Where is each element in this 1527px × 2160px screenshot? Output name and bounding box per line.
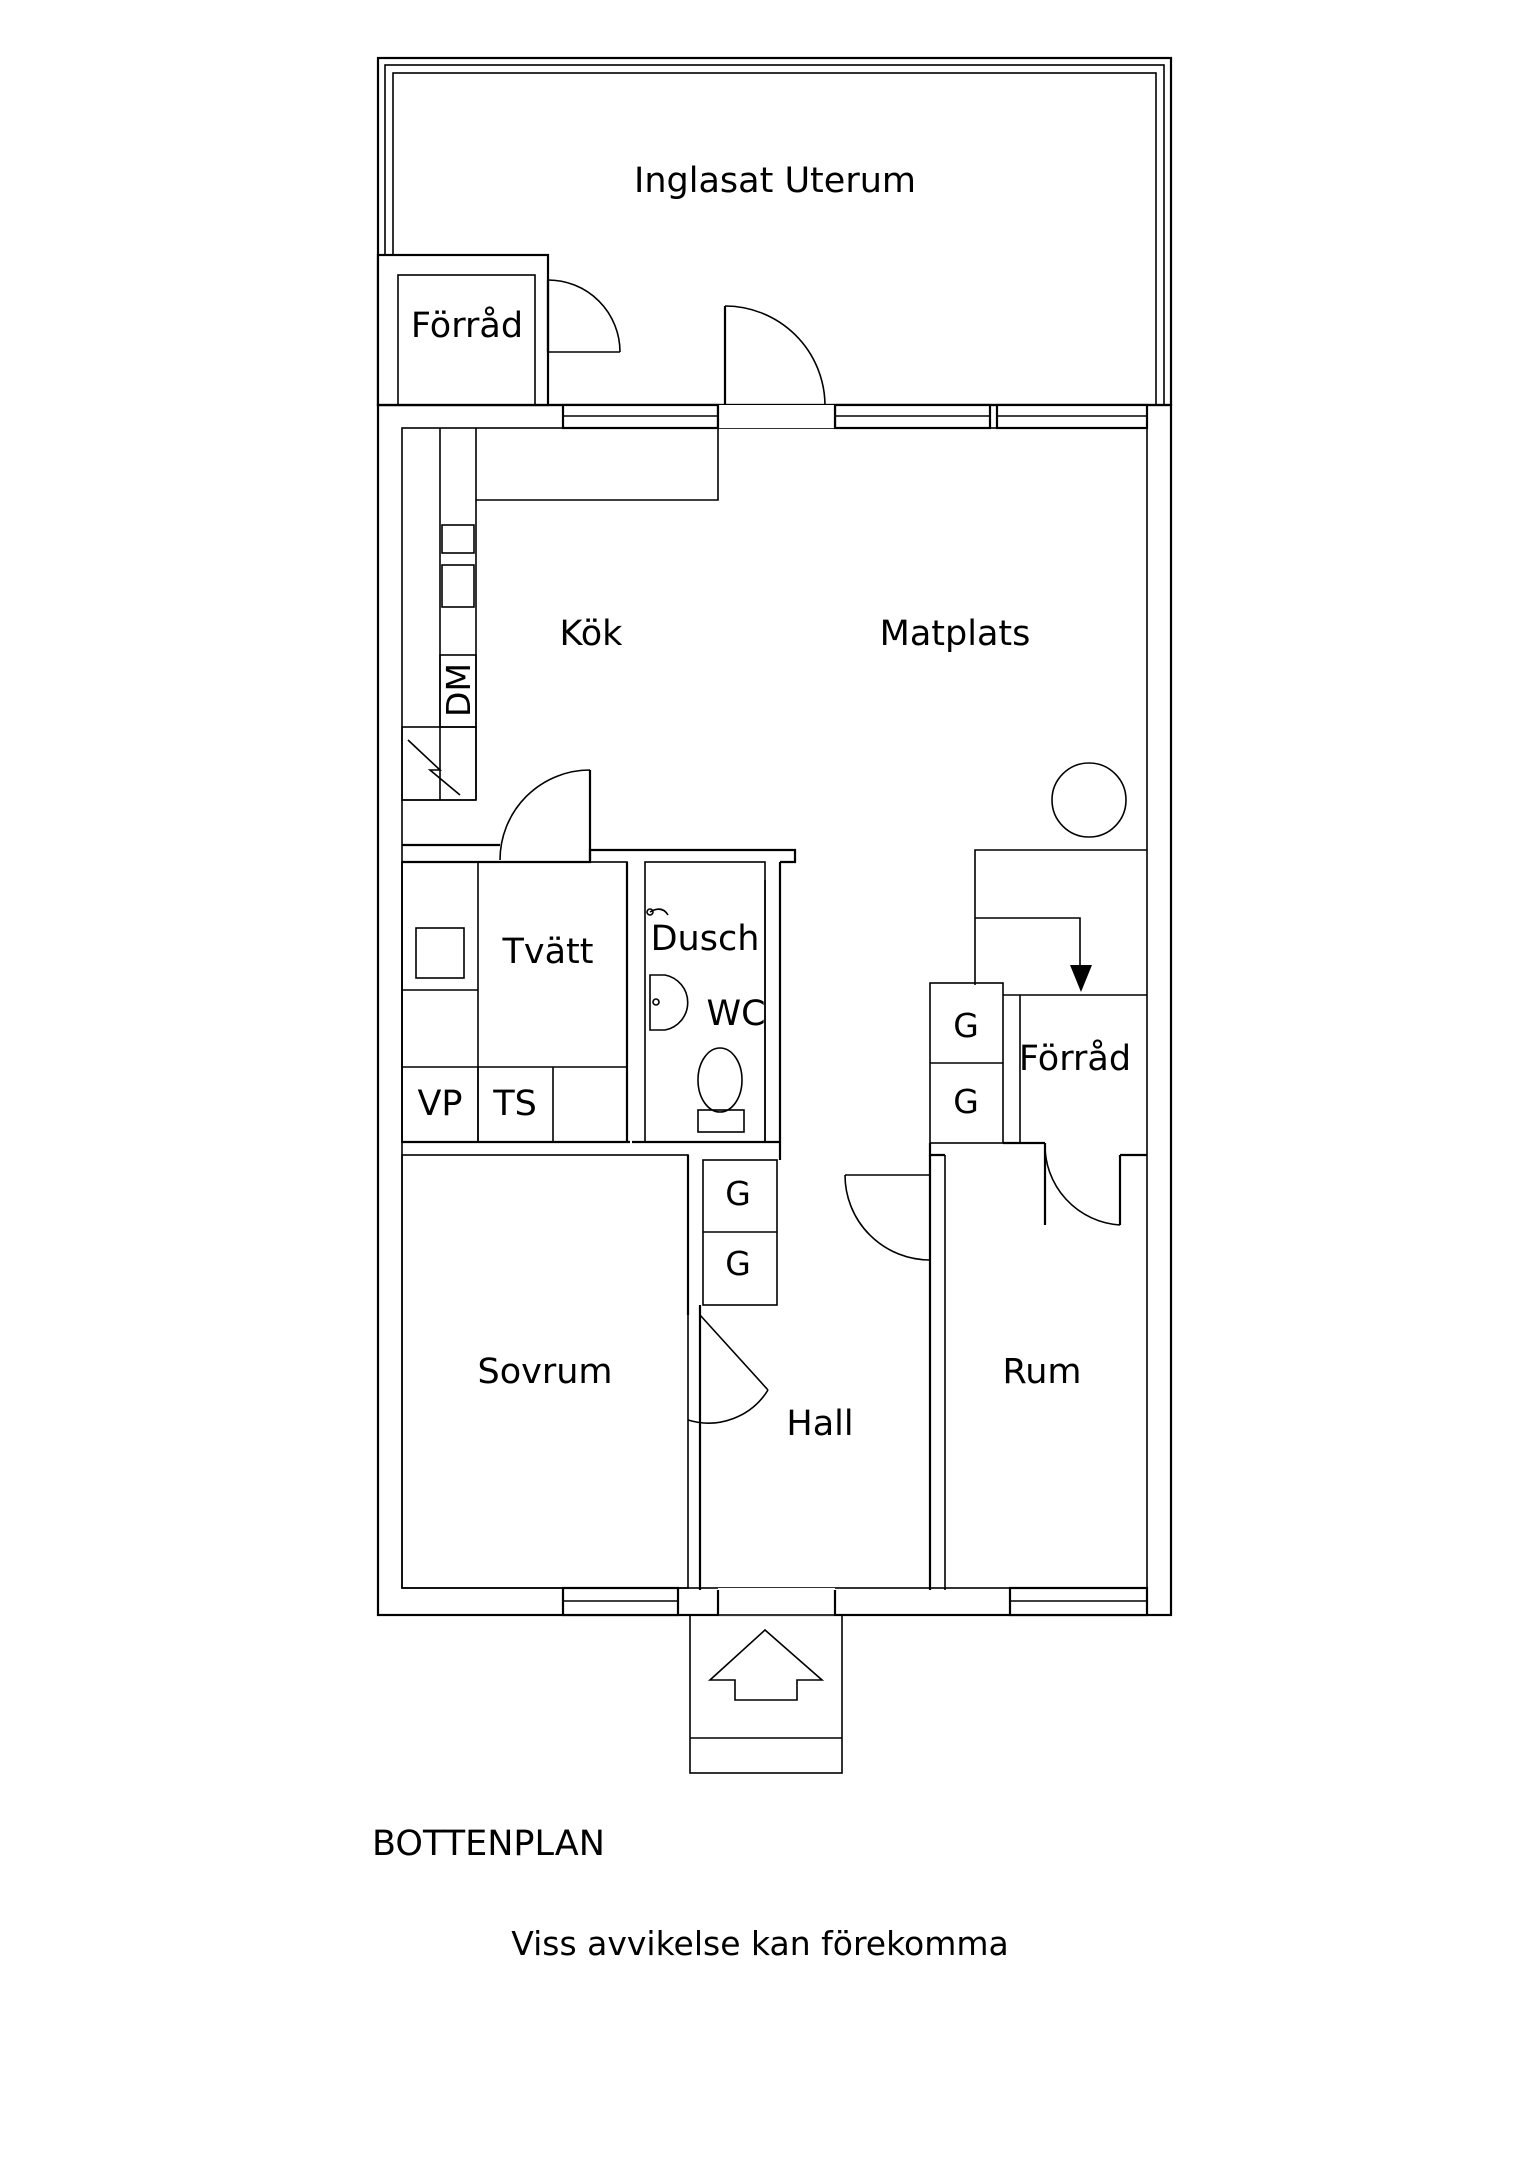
bottom-windows: [561, 1586, 1149, 1617]
rum-door: [844, 1143, 946, 1590]
hall-cabinets: [702, 1159, 778, 1306]
label-forrad-top: Förråd: [411, 305, 523, 346]
label-wc: WC: [706, 994, 765, 1034]
entrance-steps: [689, 1614, 843, 1774]
caption-floor: BOTTENPLAN: [372, 1824, 605, 1864]
label-dm: DM: [439, 663, 478, 717]
label-dusch: Dusch: [651, 919, 760, 959]
label-tvatt: Tvätt: [502, 932, 594, 972]
dining-table: [1051, 762, 1127, 838]
bathroom-walls: [632, 861, 782, 1160]
label-kok: Kök: [560, 614, 624, 654]
label-g-right-2: G: [953, 1082, 979, 1121]
laundry-door: [499, 769, 592, 861]
right-storage-walls: [929, 849, 1147, 1226]
label-sovrum: Sovrum: [477, 1352, 612, 1392]
main-outer-walls: [376, 403, 1173, 1617]
caption-disclaimer: Viss avvikelse kan förekomma: [511, 1924, 1008, 1963]
label-g-hall-2: G: [725, 1244, 751, 1283]
label-matplats: Matplats: [880, 614, 1031, 654]
laundry-walls: [401, 848, 797, 1144]
label-uterum: Inglasat Uterum: [634, 161, 916, 201]
label-g-hall-1: G: [725, 1174, 751, 1213]
label-vp: VP: [417, 1084, 462, 1124]
door-to-uterum: [716, 305, 837, 428]
kitchen-counters: [401, 428, 719, 847]
label-g-right-1: G: [953, 1006, 979, 1045]
label-forrad-right: Förråd: [1019, 1038, 1131, 1079]
bedroom-walls: [401, 1154, 769, 1590]
label-rum: Rum: [1002, 1352, 1081, 1392]
storage-top-walls: [376, 253, 621, 407]
top-windows: [561, 403, 1149, 430]
label-hall: Hall: [786, 1404, 853, 1444]
label-ts: TS: [492, 1084, 537, 1124]
